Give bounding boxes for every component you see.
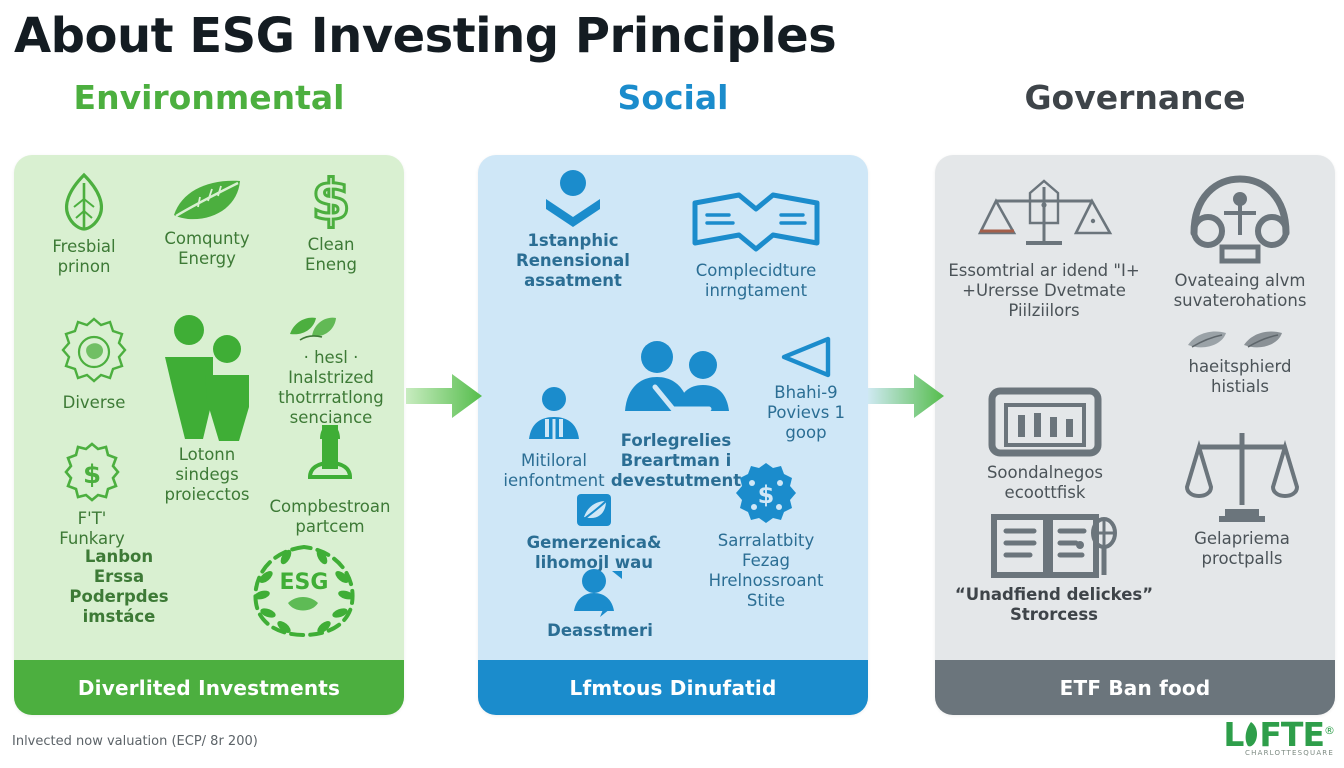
logo-wordmark: L FTE® bbox=[1223, 715, 1335, 754]
item-label: Gemerzenica&lihomojl wau bbox=[526, 533, 662, 573]
logo-letters-rest: FTE bbox=[1259, 715, 1325, 754]
play-triangle-icon bbox=[746, 335, 866, 379]
balance-scale-icon bbox=[939, 179, 1149, 257]
laurel-wreath-icon: ESG bbox=[224, 537, 384, 643]
item-env-6[interactable]: $ F'T'Funkary bbox=[32, 441, 152, 549]
tree-icon bbox=[262, 421, 398, 493]
card-footer-governance: ETF Ban food bbox=[935, 660, 1335, 715]
column-header-environmental: Environmental bbox=[73, 78, 345, 117]
arrow-env-to-social bbox=[404, 368, 484, 424]
item-label: Diverse bbox=[62, 393, 126, 412]
svg-text:ESG: ESG bbox=[280, 570, 329, 595]
svg-text:$: $ bbox=[83, 460, 101, 490]
justice-scale-icon bbox=[1157, 429, 1327, 525]
two-leaves-icon bbox=[1147, 323, 1333, 353]
leaf-cluster-icon bbox=[222, 310, 404, 344]
column-header-social: Social bbox=[617, 78, 729, 117]
document-audit-icon bbox=[949, 511, 1159, 581]
person-speech-icon bbox=[530, 567, 670, 617]
two-people-desk-icon bbox=[596, 341, 756, 427]
person-chevron-icon bbox=[498, 169, 648, 227]
leaf-square-icon bbox=[504, 491, 684, 529]
svg-text:$: $ bbox=[312, 169, 351, 231]
column-header-governance: Governance bbox=[1024, 78, 1246, 117]
bank-building-icon bbox=[955, 385, 1135, 459]
item-soc-5[interactable]: Gemerzenica&lihomojl wau bbox=[504, 491, 684, 573]
item-env-9[interactable]: ESG bbox=[224, 537, 384, 647]
item-gov-0[interactable]: Essomtrial ar idend "I++Urersse Dvetmate… bbox=[939, 179, 1149, 321]
page-title: About ESG Investing Principles bbox=[14, 8, 837, 64]
dollar-gear-icon: $ bbox=[32, 441, 152, 505]
two-people-icon bbox=[142, 313, 272, 441]
leaf-filled-icon bbox=[142, 175, 272, 225]
card-footer-environmental: Diverlited Investments bbox=[14, 660, 404, 715]
arch-person-icon bbox=[1147, 169, 1333, 267]
dollar-sign-icon: $ bbox=[276, 167, 386, 235]
brand-logo[interactable]: L FTE® CHARLOTTESQUARE bbox=[1223, 715, 1335, 757]
svg-text:$: $ bbox=[758, 481, 775, 509]
item-label: Essomtrial ar idend "I++Urersse Dvetmate… bbox=[948, 261, 1140, 321]
gear-dollar-icon: $ bbox=[676, 461, 856, 527]
item-label: F'T'Funkary bbox=[59, 509, 125, 549]
worker-person-icon bbox=[484, 385, 624, 447]
item-gov-5[interactable]: “Unadfiend delickes”Strorcess bbox=[949, 511, 1159, 625]
item-label: Deasstmeri bbox=[547, 621, 653, 640]
card-governance[interactable]: Essomtrial ar idend "I++Urersse Dvetmate… bbox=[935, 155, 1335, 715]
card-footer-social: Lfmtous Dinufatid bbox=[478, 660, 868, 715]
logo-letter-l: L bbox=[1223, 715, 1244, 754]
card-body-governance: Essomtrial ar idend "I++Urersse Dvetmate… bbox=[935, 155, 1335, 660]
item-label: “Unadfiend delickes”Strorcess bbox=[954, 585, 1154, 625]
item-soc-7[interactable]: Deasstmeri bbox=[530, 567, 670, 641]
globe-gear-icon bbox=[34, 315, 154, 389]
logo-tagline: CHARLOTTESQUARE bbox=[1245, 749, 1334, 757]
registered-mark: ® bbox=[1324, 724, 1335, 737]
item-env-3[interactable]: Diverse bbox=[34, 315, 154, 413]
leaf-outline-icon bbox=[24, 171, 144, 233]
footnote-text: Inlvected now valuation (ECP/ 8r 200) bbox=[12, 734, 258, 749]
open-book-icon bbox=[666, 185, 846, 257]
arrow-social-to-gov bbox=[866, 368, 946, 424]
leaf-icon bbox=[1243, 718, 1259, 751]
